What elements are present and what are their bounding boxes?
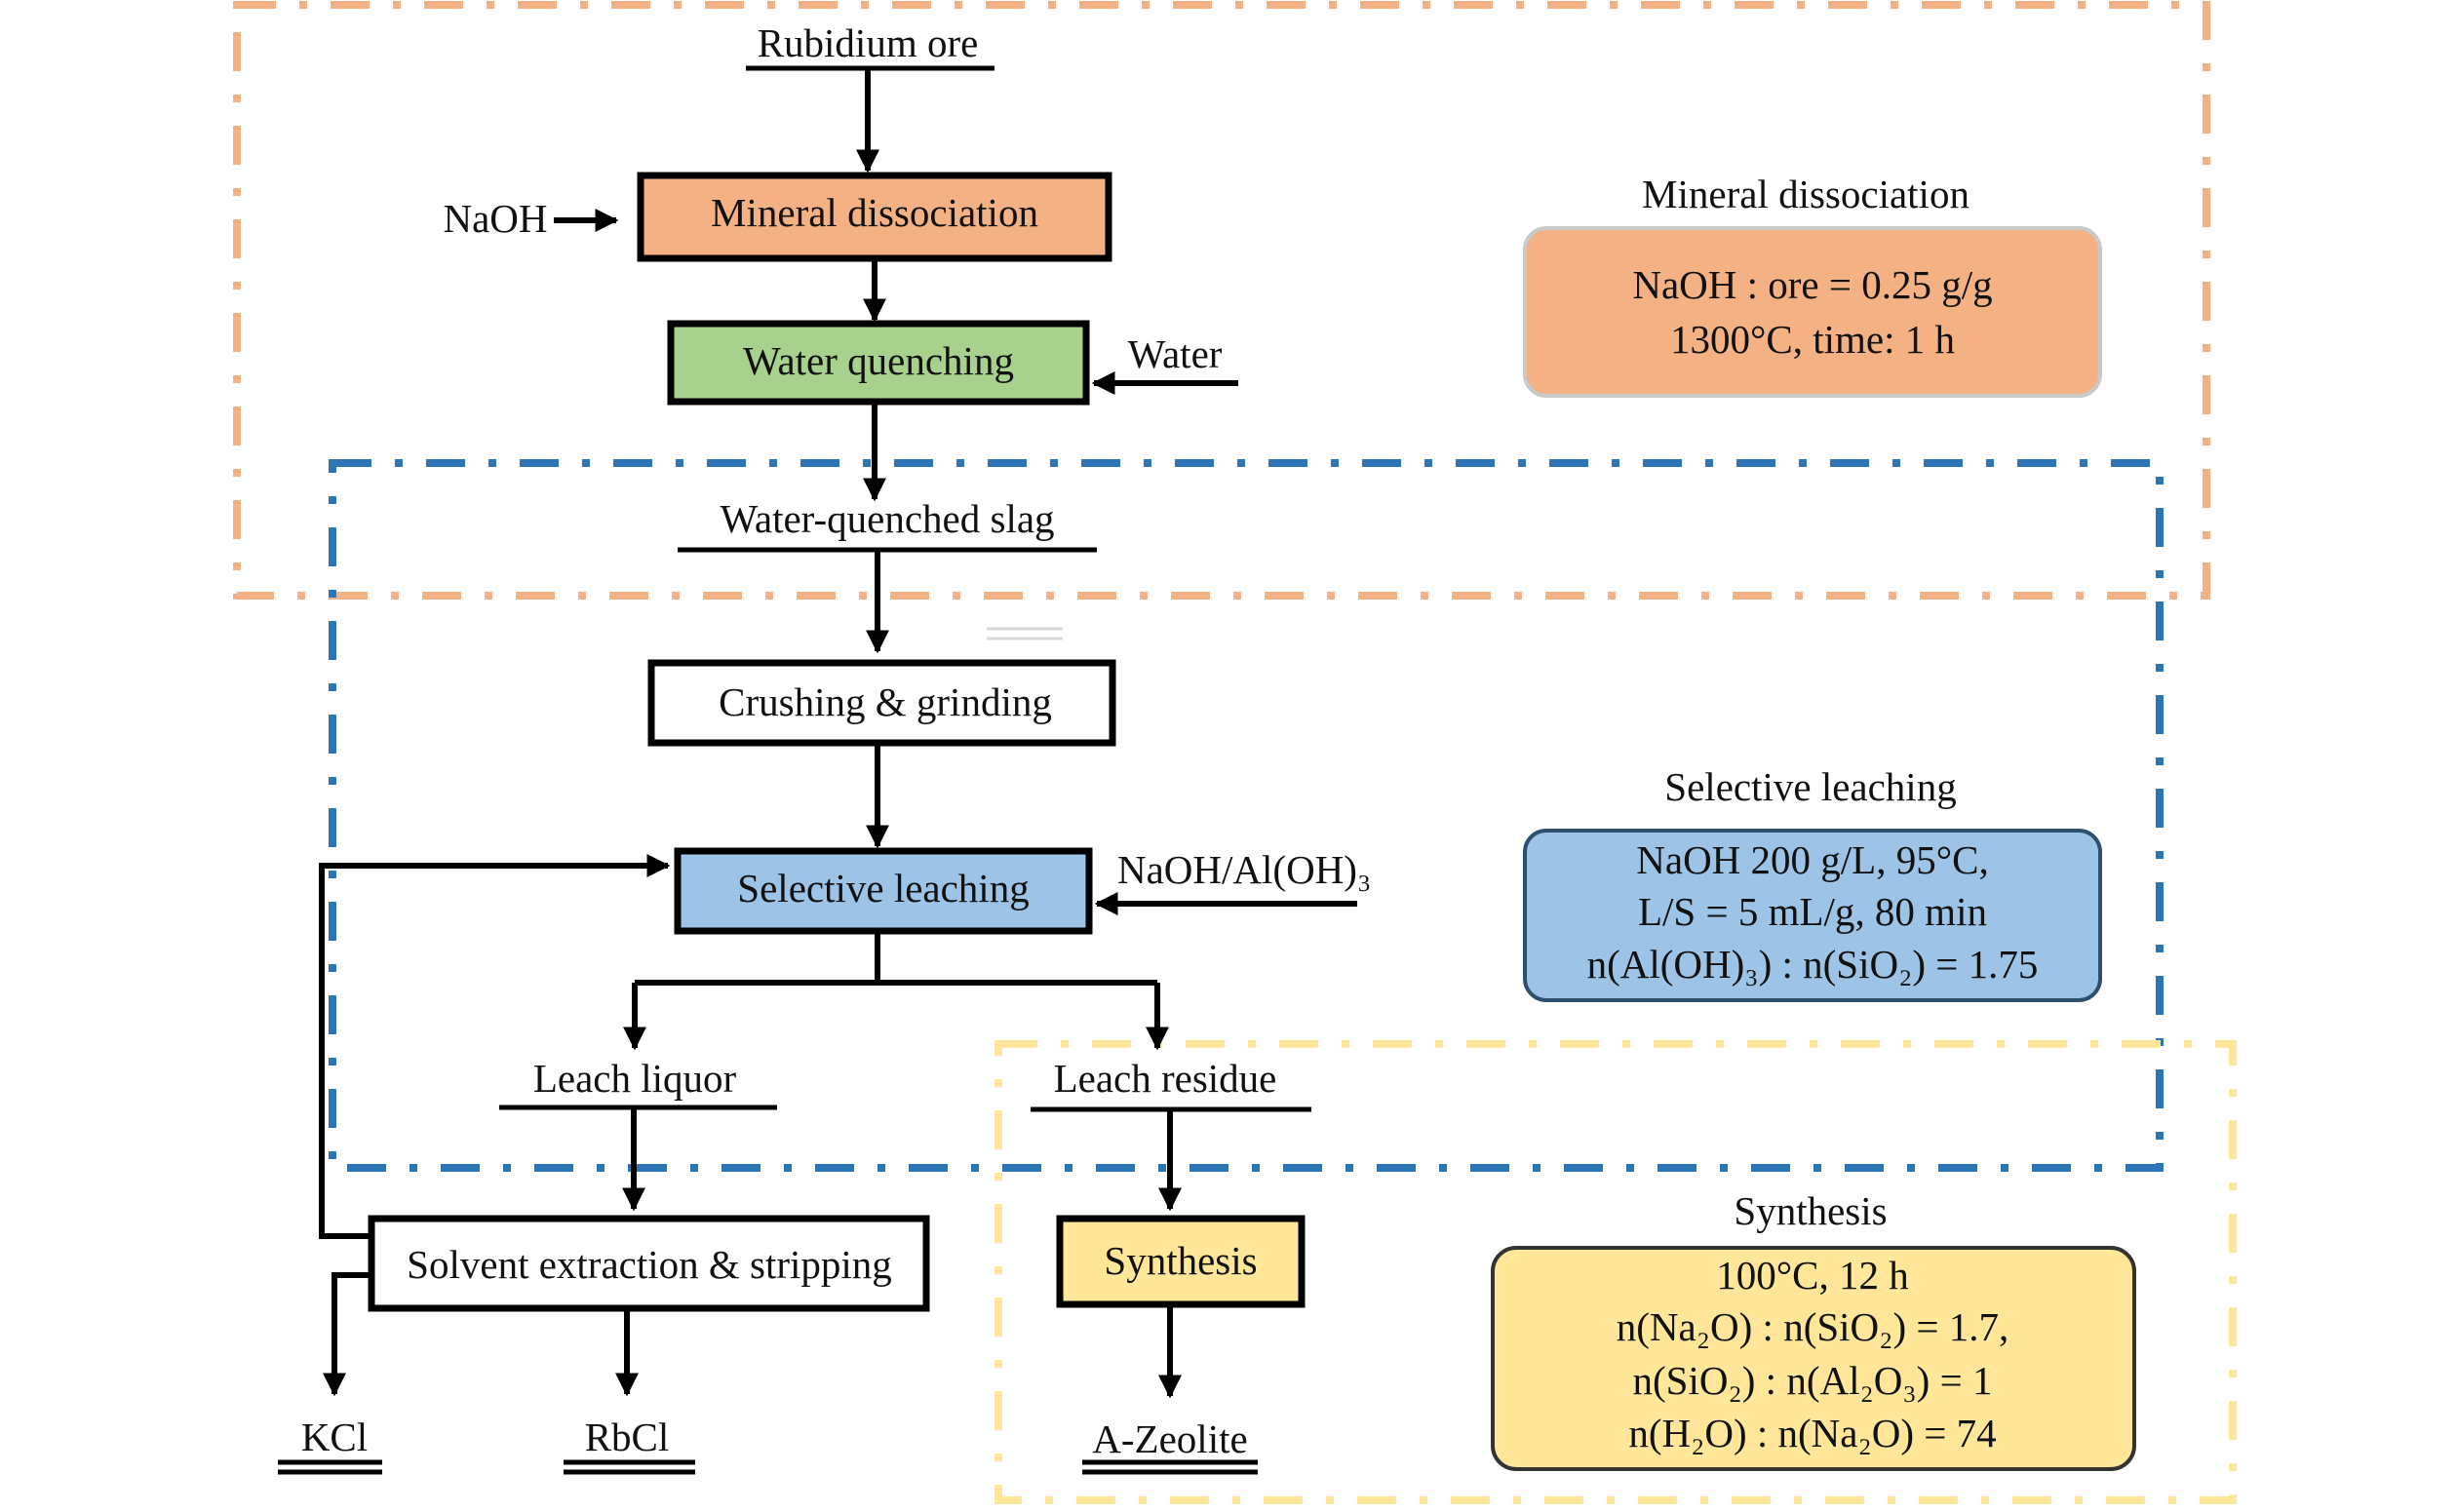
synthesis-panel-title: Synthesis: [1734, 1188, 1887, 1233]
solvent-extraction-label: Solvent extraction & stripping: [407, 1242, 892, 1287]
selective-leaching-box: [674, 847, 1093, 935]
kcl-label: KCl: [301, 1415, 368, 1459]
synthesis-box: [1056, 1215, 1306, 1308]
mineral-conditions-panel: [1523, 226, 2102, 398]
selective-leaching-label: Selective leaching: [737, 866, 1029, 911]
water-quenched-slag-label: Water-quenched slag: [720, 496, 1054, 541]
leaching-conditions-line-2: L/S = 5 mL/g, 80 min: [1638, 889, 1987, 934]
synthesis-conditions-line-1: 100°C, 12 h: [1716, 1253, 1909, 1298]
synthesis-label: Synthesis: [1104, 1238, 1257, 1283]
solvent-extraction-box: [368, 1215, 930, 1312]
synthesis-conditions-line-2: n(Na₂O) : n(SiO₂) = 1.7,: [1617, 1304, 2008, 1349]
crushing-grinding-box: [647, 659, 1116, 747]
rubidium-ore-label: Rubidium ore: [758, 20, 979, 65]
leach-residue-label: Leach residue: [1054, 1056, 1277, 1101]
naoh-label: NaOH: [443, 196, 547, 241]
crushing-grinding-label: Crushing & grinding: [719, 679, 1052, 724]
synthesis-conditions-line-3: n(SiO₂) : n(Al₂O₃) = 1: [1633, 1358, 1993, 1403]
mineral-panel-title: Mineral dissociation: [1642, 172, 1970, 216]
rbcl-label: RbCl: [585, 1415, 670, 1459]
water-label: Water: [1128, 331, 1223, 376]
leaching-conditions-line-3: n(Al(OH)₃) : n(SiO₂) = 1.75: [1587, 942, 2039, 987]
mineral-conditions-line-1: NaOH : ore = 0.25 g/g: [1632, 262, 1992, 307]
recycle-loop-arrow: [319, 854, 671, 1239]
leach-liquor-label: Leach liquor: [533, 1056, 737, 1101]
leaching-conditions-line-1: NaOH 200 g/L, 95°C,: [1636, 837, 1988, 882]
selective-leaching-region: [329, 459, 2164, 1172]
naoh-aloh3-label: NaOH/Al(OH)₃: [1117, 847, 1371, 892]
leaching-panel-title: Selective leaching: [1664, 764, 1956, 809]
synthesis-conditions-line-4: n(H₂O) : n(Na₂O) = 74: [1628, 1411, 1996, 1455]
synthesis-region: [994, 1040, 2237, 1504]
mineral-dissociation-label: Mineral dissociation: [711, 190, 1038, 235]
leaching-conditions-panel: [1523, 829, 2102, 1002]
mineral-dissociation-region: [233, 1, 2210, 600]
to-kcl-arrow: [323, 1272, 371, 1397]
water-quenching-label: Water quenching: [743, 338, 1014, 383]
mineral-conditions-line-2: 1300°C, time: 1 h: [1670, 317, 1955, 362]
synthesis-conditions-panel: [1491, 1246, 2136, 1471]
a-zeolite-label: A-Zeolite: [1092, 1416, 1247, 1461]
water-quenching-box: [667, 320, 1090, 406]
